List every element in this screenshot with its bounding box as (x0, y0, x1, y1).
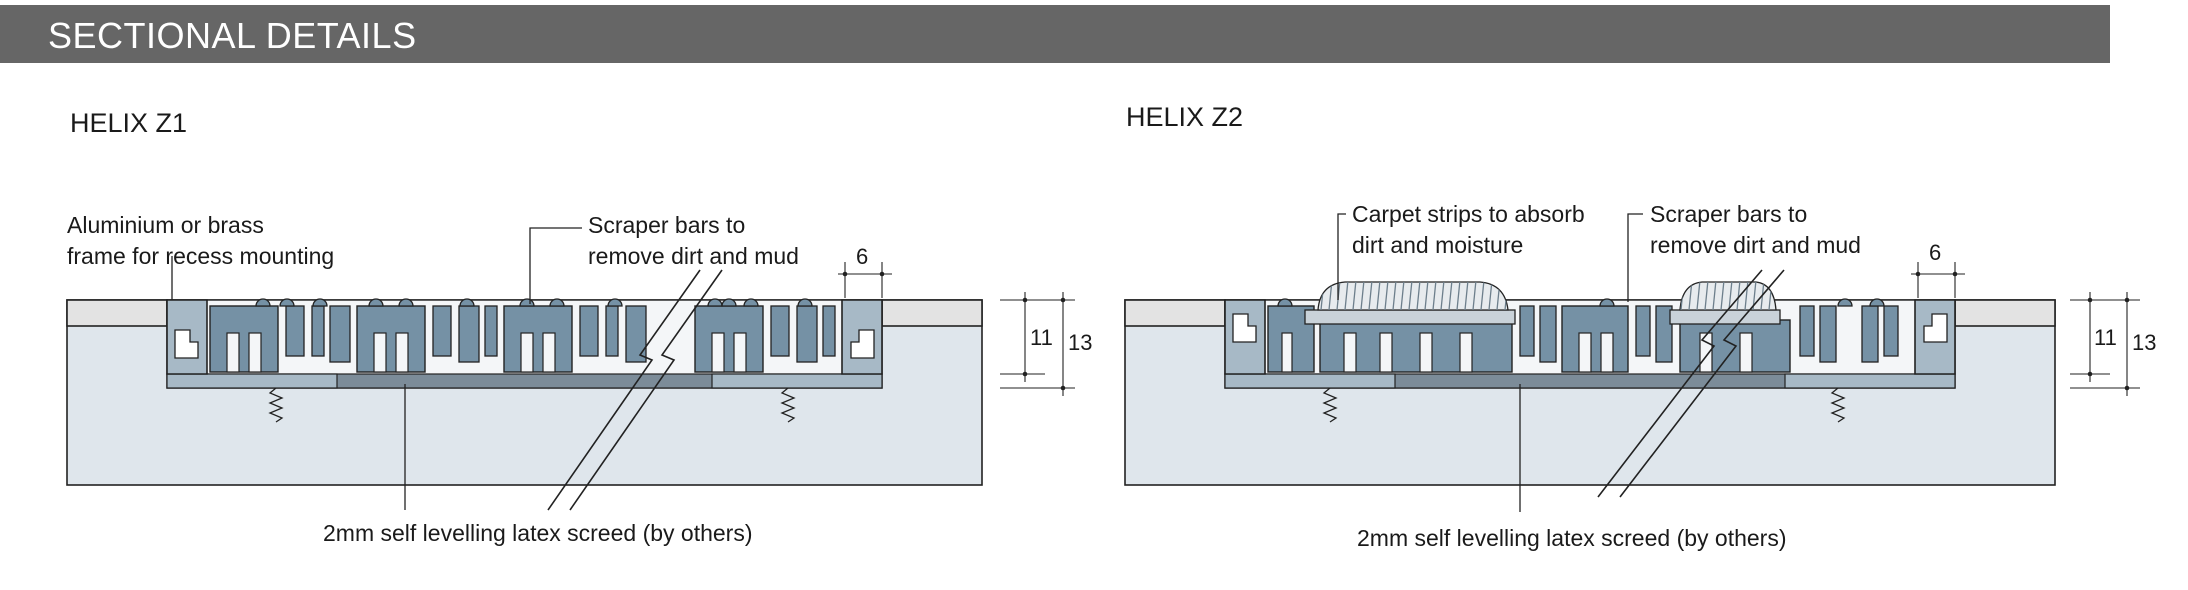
z1-frame-label-line2: frame for recess mounting (67, 243, 334, 269)
z2-dim-outer-height: 13 (2132, 330, 2156, 355)
z2-screed-label: 2mm self levelling latex screed (by othe… (1357, 525, 1787, 551)
z1-floor-finish-right (881, 299, 983, 327)
z1-screed-label: 2mm self levelling latex screed (by othe… (323, 520, 753, 546)
z2-frame-right (1914, 299, 1956, 375)
z2-spring-right (1830, 387, 1846, 423)
z1-scraper-label-line2: remove dirt and mud (588, 243, 799, 269)
z2-profile-2 (1319, 319, 1513, 373)
z2-profile-3 (1561, 305, 1629, 373)
section-header-banner: SECTIONAL DETAILS (0, 5, 2110, 63)
z1-profile-1 (209, 305, 279, 373)
z1-dim-width: 6 (856, 244, 868, 269)
helix-z1-heading: HELIX Z1 (70, 108, 187, 138)
z1-floor-finish-left (66, 299, 168, 327)
z1-profile-2 (356, 305, 426, 373)
helix-z2-heading: HELIX Z2 (1126, 102, 1243, 132)
z1-scraper-label-line1: Scraper bars to (588, 212, 745, 238)
z1-frame-left (166, 299, 208, 375)
z2-carpet-label-line2: dirt and moisture (1352, 232, 1523, 258)
z2-carpet-label-line1: Carpet strips to absorb (1352, 201, 1585, 227)
z1-leader-lines (171, 227, 582, 510)
z2-dim-inner-height: 11 (2094, 325, 2117, 350)
z1-profile-3 (503, 305, 573, 373)
z1-scraper-ridges (255, 298, 813, 307)
z1-break-line (547, 269, 723, 511)
z1-spring-right (780, 387, 796, 423)
z2-scraper-label-line2: remove dirt and mud (1650, 232, 1861, 258)
z1-frame-label-line1: Aluminium or brass (67, 212, 264, 238)
section-title: SECTIONAL DETAILS (48, 15, 417, 56)
z1-profile-4 (694, 305, 764, 373)
z2-leader-lines (1337, 213, 1643, 512)
z2-spring-left (1322, 387, 1338, 423)
z2-dim-width: 6 (1929, 240, 1941, 265)
z1-frame-right (841, 299, 883, 375)
z2-scraper-bars (1519, 305, 1899, 363)
z2-floor-finish-right (1954, 299, 2056, 327)
helix-z1-section: HELIX Z1 (66, 108, 1092, 546)
z1-spring-left (268, 387, 284, 423)
z2-break-line (1597, 269, 1785, 498)
z1-dim-inner-height: 11 (1030, 325, 1053, 350)
z2-floor-finish-left (1124, 299, 1226, 327)
z1-dim-outer-height: 13 (1068, 330, 1092, 355)
z2-scraper-ridges (1277, 298, 1885, 307)
z2-carpet-strip-right (1669, 281, 1781, 325)
z1-scraper-bars (285, 305, 836, 363)
z2-carpet-strip-left (1304, 281, 1516, 325)
helix-z2-section: HELIX Z2 (1124, 102, 2156, 551)
z2-frame-left (1224, 299, 1266, 375)
z2-scraper-label-line1: Scraper bars to (1650, 201, 1807, 227)
